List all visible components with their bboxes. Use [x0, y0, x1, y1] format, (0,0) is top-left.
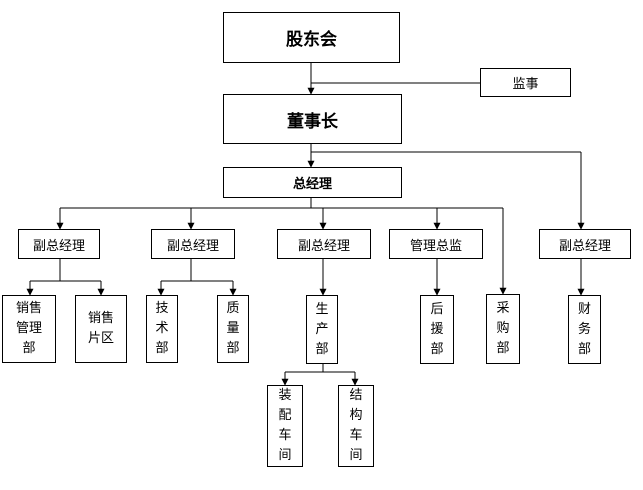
production-dept-label: 生 产 部 — [315, 301, 329, 357]
supervisor-label: 监事 — [512, 77, 539, 92]
shareholders-box: 股东会 — [223, 12, 400, 63]
general-manager-box: 总经理 — [223, 167, 402, 198]
management-director-label: 管理总监 — [409, 238, 462, 254]
management-director-box: 管理总监 — [389, 229, 483, 259]
vice-gm-label-2: 副总经理 — [166, 238, 219, 254]
chairman-box: 董事长 — [223, 94, 402, 144]
sales-management-dept-box: 销售 管理 部 — [2, 295, 56, 363]
structure-workshop-label: 结 构 车 间 — [349, 388, 363, 463]
vice-gm-label-3: 副总经理 — [297, 238, 350, 254]
sales-region-label: 销售 片区 — [87, 311, 114, 346]
assembly-workshop-label: 装 配 车 间 — [278, 388, 292, 463]
production-dept-box: 生 产 部 — [306, 295, 338, 364]
sales-management-dept-label: 销售 管理 部 — [15, 301, 42, 356]
vice-gm-label-4: 副总经理 — [558, 238, 611, 254]
general-manager-label: 总经理 — [292, 177, 332, 192]
quality-dept-label: 质 量 部 — [226, 301, 240, 356]
logistics-dept-label: 后 援 部 — [430, 301, 444, 357]
purchasing-dept-box: 采 购 部 — [486, 294, 520, 364]
vice-gm-label-1: 副总经理 — [32, 238, 85, 254]
tech-dept-label: 技 术 部 — [155, 301, 169, 356]
vice-gm-box-3: 副总经理 — [277, 229, 371, 259]
vice-gm-box-1: 副总经理 — [18, 229, 100, 259]
finance-dept-label: 财 务 部 — [577, 301, 591, 357]
sales-region-box: 销售 片区 — [75, 295, 127, 363]
vice-gm-box-4: 副总经理 — [539, 229, 631, 259]
finance-dept-box: 财 务 部 — [568, 295, 601, 364]
purchasing-dept-label: 采 购 部 — [496, 301, 510, 356]
structure-workshop-box: 结 构 车 间 — [338, 385, 374, 467]
assembly-workshop-box: 装 配 车 间 — [267, 385, 303, 467]
quality-dept-box: 质 量 部 — [217, 295, 249, 363]
supervisor-box: 监事 — [480, 68, 571, 97]
shareholders-label: 股东会 — [286, 30, 337, 50]
logistics-dept-box: 后 援 部 — [420, 295, 454, 364]
tech-dept-box: 技 术 部 — [146, 295, 178, 363]
chairman-label: 董事长 — [287, 111, 338, 132]
vice-gm-box-2: 副总经理 — [151, 229, 235, 259]
